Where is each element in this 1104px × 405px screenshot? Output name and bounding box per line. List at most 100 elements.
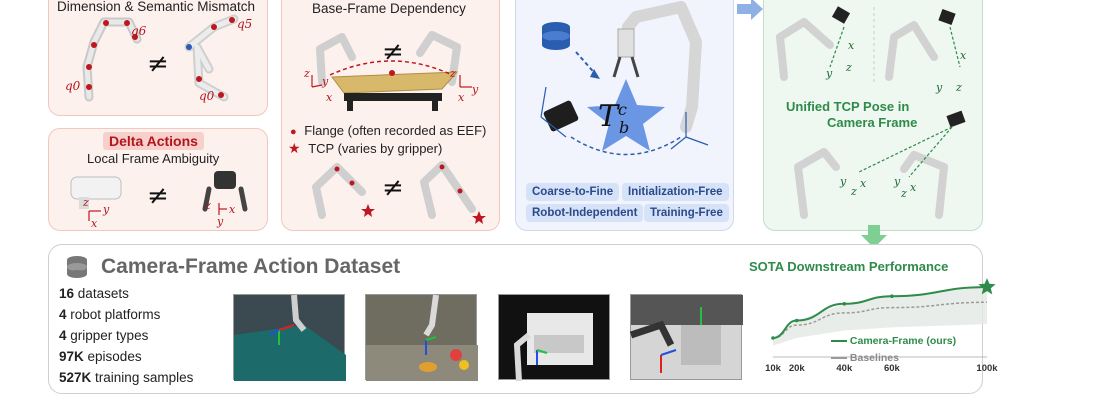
axis-label: y xyxy=(894,175,901,188)
panel-unified-tcp: Unified TCP Pose in Camera Frame x y z x… xyxy=(763,0,983,231)
panel-calibration: Tcb Coarse-to-Fine Initialization-Free R… xyxy=(515,0,734,231)
axis-label: x xyxy=(91,217,98,230)
axis-label: y xyxy=(322,75,329,88)
gripper-illustration xyxy=(70,171,248,221)
dataset-photo-3 xyxy=(498,294,610,382)
stat-line: 4 robot platforms xyxy=(59,307,160,322)
joint-label: q5 xyxy=(237,17,253,31)
unified-robots-illustration xyxy=(776,6,966,219)
formula-sup: c xyxy=(618,100,627,119)
axis-label: x xyxy=(458,91,465,104)
axis-label: z xyxy=(83,196,89,209)
stat-text: training samples xyxy=(95,370,194,385)
not-equal-symbol: ≠ xyxy=(382,37,404,67)
panel-dimension-mismatch: Dimension & Semantic Mismatch q6 q0 q5 q… xyxy=(48,0,268,116)
formula-main: T xyxy=(598,99,619,134)
panel-base-frame-dependency: Base-Frame Dependency z y x z y x ≠ ● Fl… xyxy=(281,0,500,231)
stat-line: 16 datasets xyxy=(59,286,129,301)
axis-label: z xyxy=(450,67,456,80)
joint-label: q6 xyxy=(131,24,147,38)
data-point-ours xyxy=(771,336,775,340)
tcp-star xyxy=(361,204,375,217)
panel-title: Base-Frame Dependency xyxy=(312,1,466,16)
panel-title-line2: Camera Frame xyxy=(827,115,918,130)
x-tick-label: 60k xyxy=(884,363,901,374)
stat-text: gripper types xyxy=(70,328,149,343)
transform-formula: Tcb xyxy=(598,99,629,137)
best-result-star-icon xyxy=(978,278,996,295)
chart-title: SOTA Downstream Performance xyxy=(749,259,949,274)
axis-label: z xyxy=(956,81,962,94)
delta-actions-highlight: Delta Actions xyxy=(103,132,204,150)
not-equal-symbol: ≠ xyxy=(382,173,404,203)
axis-label: x xyxy=(960,49,967,62)
database-icon xyxy=(67,256,87,278)
axis-label: y xyxy=(936,81,943,94)
axis-label: y xyxy=(826,67,833,80)
legend-tcp-label: TCP (varies by gripper) xyxy=(308,141,443,156)
axis-label: z xyxy=(851,185,857,198)
stat-text: datasets xyxy=(77,286,129,301)
axis-label: x xyxy=(848,39,855,52)
stat-line: 4 gripper types xyxy=(59,328,148,343)
tcp-star-icon: ★ xyxy=(288,140,301,156)
dataset-title: Camera-Frame Action Dataset xyxy=(101,255,401,278)
legend-flange-label: Flange (often recorded as EEF) xyxy=(304,123,487,138)
x-tick-label: 20k xyxy=(789,363,806,374)
legend-tcp: ★ TCP (varies by gripper) xyxy=(288,140,442,157)
down-arrow-icon xyxy=(861,225,887,248)
calibration-illustration xyxy=(540,1,709,156)
axis-label: y xyxy=(472,83,479,96)
panel-dataset: Camera-Frame Action Dataset 16 datasets … xyxy=(48,244,998,394)
panel-title: Dimension & Semantic Mismatch xyxy=(57,0,256,14)
legend-ours-marker xyxy=(831,340,847,343)
not-equal-symbol: ≠ xyxy=(147,49,169,79)
axis-label: y xyxy=(217,215,224,228)
joint-label: q0 xyxy=(65,79,81,93)
axis-label: x xyxy=(860,177,867,190)
axis-label: z xyxy=(846,61,852,74)
stat-number: 4 xyxy=(59,307,67,322)
calibration-star xyxy=(587,79,665,151)
stat-text: episodes xyxy=(87,349,142,364)
legend-ours: Camera-Frame (ours) xyxy=(831,335,956,347)
x-tick-label: 40k xyxy=(836,363,853,374)
legend-baselines: Baselines xyxy=(831,352,899,364)
tag-initialization-free: Initialization-Free xyxy=(622,183,729,201)
data-point-ours xyxy=(842,302,847,306)
legend-baselines-label: Baselines xyxy=(849,352,899,364)
formula-sub: b xyxy=(618,118,630,137)
legend-ours-label: Camera-Frame (ours) xyxy=(849,335,957,347)
not-equal-symbol: ≠ xyxy=(147,181,169,211)
tag-robot-independent: Robot-Independent xyxy=(526,204,644,222)
axis-label: y xyxy=(103,203,110,216)
axis-label: z xyxy=(205,199,211,212)
data-point-ours xyxy=(890,294,894,298)
axis-label: z xyxy=(304,67,310,80)
table-robot-illustration xyxy=(311,31,486,224)
legend-flange: ● Flange (often recorded as EEF) xyxy=(290,123,486,138)
legend-baselines-marker xyxy=(831,357,847,360)
series-line-baselines xyxy=(772,301,988,339)
tag-training-free: Training-Free xyxy=(644,204,729,222)
axis-label: x xyxy=(910,181,917,194)
tag-coarse-to-fine: Coarse-to-Fine xyxy=(526,183,620,201)
stat-line: 527K training samples xyxy=(59,370,193,385)
flange-dot-icon: ● xyxy=(290,126,297,138)
stat-text: robot platforms xyxy=(70,307,161,322)
stat-number: 16 xyxy=(59,286,75,301)
stat-line: 97K episodes xyxy=(59,349,142,364)
tcp-star xyxy=(472,211,486,224)
performance-band xyxy=(773,287,987,346)
panel-title-line1: Unified TCP Pose in xyxy=(786,99,910,114)
x-tick-label: 10k xyxy=(765,363,782,374)
panel-delta-actions: Delta Actions Local Frame Ambiguity z y … xyxy=(48,128,268,231)
axis-label: y xyxy=(840,175,847,188)
x-tick-label: 100k xyxy=(976,363,998,374)
dataset-photo-4 xyxy=(629,294,743,380)
robot-arm-illustration xyxy=(82,14,239,102)
performance-chart: 10k 20k 40k 60k 100k xyxy=(765,278,998,374)
axis-label: x xyxy=(326,91,333,104)
dataset-photo-2 xyxy=(365,294,478,381)
axis-label: z xyxy=(901,187,907,200)
